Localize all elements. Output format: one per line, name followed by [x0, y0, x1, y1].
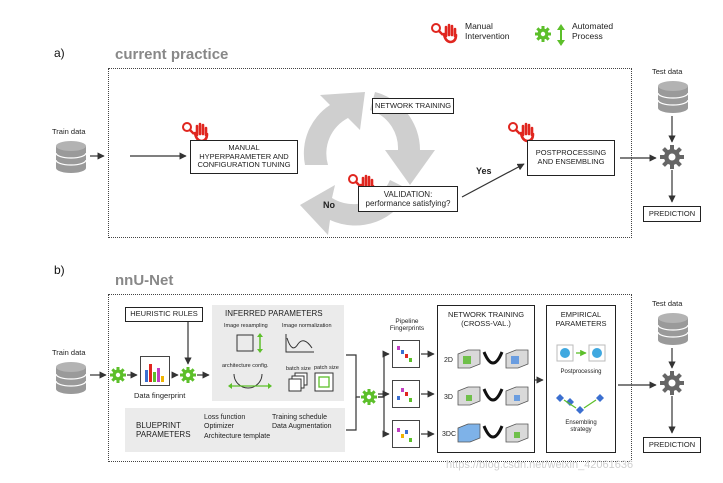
panel-a-validation-text: VALIDATION: performance satisfying? [365, 189, 451, 208]
image-normalization-label: Image normalization [282, 323, 332, 329]
unet-3d-icon [457, 386, 529, 406]
panel-a-train-data-label: Train data [52, 127, 86, 136]
image-resampling-label: Image resampling [224, 323, 268, 329]
panel-a-network-training-box: NETWORK TRAINING [372, 98, 454, 114]
panel-b-train-data-label: Train data [52, 348, 86, 357]
pipeline-fingerprints-label: Pipeline Fingerprints [389, 318, 425, 333]
postprocessing-icon [556, 344, 606, 362]
panel-a-frame [108, 68, 632, 238]
architecture-config-icon [228, 373, 272, 389]
unet-2d-icon [457, 349, 529, 369]
pipeline-fingerprint-icon-1 [392, 340, 420, 368]
patch-size-label: patch size [314, 365, 339, 371]
inferred-parameters-title: INFERRED PARAMETERS [225, 309, 323, 318]
unet-3dc-icon [457, 423, 529, 443]
panel-a-test-data-label: Test data [652, 67, 683, 76]
panel-a-network-training-text: NETWORK TRAINING [374, 100, 452, 110]
pipeline-fingerprint-icon-3 [392, 420, 420, 448]
panel-b-test-data-label: Test data [652, 299, 683, 308]
panel-a-postprocessing-box: POSTPROCESSING AND ENSEMBLING [527, 140, 615, 176]
patch-size-icon [314, 372, 334, 392]
automated-process-icon [535, 24, 565, 46]
image-normalization-icon [285, 334, 314, 353]
empirical-parameters-title: EMPIRICAL PARAMETERS [555, 310, 607, 328]
watermark-text: https://blog.csdn.net/weixin_42061636 [446, 459, 634, 471]
panel-a-validation-box: VALIDATION: performance satisfying? [358, 186, 458, 212]
panel-a-prediction-box: PREDICTION [643, 206, 701, 222]
panel-b-prediction-text: PREDICTION [648, 439, 696, 449]
panel-a-no-label: No [323, 200, 335, 210]
data-fingerprint-label: Data fingerprint [134, 391, 186, 400]
panel-b-letter: b) [54, 263, 65, 277]
panel-a-prediction-text: PREDICTION [648, 208, 696, 218]
panel-a-title: current practice [115, 46, 229, 63]
panel-b-frame [108, 294, 632, 462]
legend-automated-label: Automated Process [572, 21, 614, 41]
heuristic-rules-box: HEURISTIC RULES [125, 307, 203, 322]
panel-a-letter: a) [54, 46, 65, 60]
config-3dc-label: 3DC [442, 431, 457, 438]
heuristic-rules-text: HEURISTIC RULES [130, 309, 198, 319]
pipeline-fingerprint-icon-2 [392, 380, 420, 408]
architecture-config-label: architecture config. [222, 363, 269, 369]
panel-a-postprocessing-text: POSTPROCESSING AND ENSEMBLING [535, 148, 607, 166]
panel-a-yes-label: Yes [476, 166, 492, 176]
ensembling-strategy-label: Ensembling strategy [565, 420, 597, 433]
ensembling-icon [556, 394, 604, 414]
panel-b-title: nnU-Net [115, 272, 174, 289]
config-3d-label: 3D [444, 394, 453, 401]
blueprint-parameters-panel [125, 408, 345, 452]
batch-size-icon [288, 372, 308, 392]
data-fingerprint-icon [140, 356, 170, 386]
config-2d-label: 2D [444, 357, 453, 364]
panel-a-manual-tuning-box: MANUAL HYPERPARAMETER AND CONFIGURATION … [190, 140, 298, 174]
image-resampling-icon [236, 333, 263, 353]
blueprint-parameters-title: BLUEPRINT PARAMETERS [136, 421, 191, 440]
blueprint-col2: Training schedule Data Augmentation [272, 414, 332, 431]
panel-b-prediction-box: PREDICTION [643, 437, 701, 453]
empirical-parameters-box [546, 305, 616, 453]
panel-a-manual-tuning-text: MANUAL HYPERPARAMETER AND CONFIGURATION … [197, 143, 291, 170]
network-training-crossval-title: NETWORK TRAINING (CROSS-VAL.) [447, 310, 525, 328]
blueprint-col1: Loss function Optimizer Architecture tem… [204, 414, 271, 440]
legend-manual-label: Manual Intervention [465, 21, 510, 41]
postprocessing-label: Postprocessing [560, 369, 602, 375]
batch-size-label: batch size [286, 366, 311, 372]
